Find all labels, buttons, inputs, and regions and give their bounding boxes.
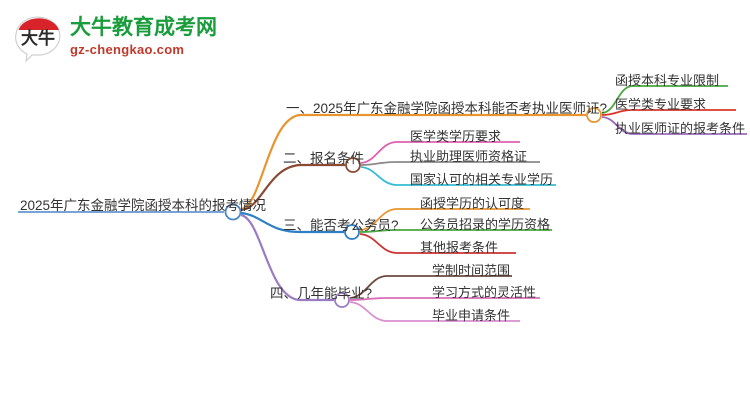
logo-text: 大牛教育成考网 gz-chengkao.com — [70, 16, 217, 59]
logo-mark-icon: 大牛 — [12, 12, 68, 63]
connector-b4-to-c3 — [349, 301, 520, 322]
connector-root-to-branch-4 — [240, 213, 334, 302]
connector-b4-to-c1 — [349, 275, 512, 299]
logo-bubble-shape: 大牛 — [15, 16, 61, 63]
logo-subtitle: gz-chengkao.com — [70, 42, 185, 57]
mindmap-leaf-1-2[interactable]: 医学类专业要求 — [615, 97, 707, 112]
connector-b4-to-c2 — [349, 297, 540, 301]
mindmap-leaf-2-2[interactable]: 执业助理医师资格证 — [410, 149, 528, 164]
logo-title: 大牛教育成考网 — [70, 16, 217, 39]
mindmap-leaf-1-1[interactable]: 函授本科专业限制 — [615, 73, 720, 88]
mindmap-leaf-1-3[interactable]: 执业医师证的报考条件 — [615, 121, 746, 136]
node-dot-root[interactable] — [224, 203, 242, 221]
mindmap-leaf-2-3[interactable]: 国家认可的相关专业学历 — [410, 172, 554, 187]
mindmap-leaf-3-2[interactable]: 公务员招录的学历资格 — [420, 217, 551, 232]
connector-b3-to-c1 — [359, 208, 530, 231]
connector-root-to-branch-3 — [240, 211, 344, 234]
mindmap-branch-2[interactable]: 二、报名条件 — [283, 151, 364, 166]
connector-root-to-branch-1 — [240, 113, 586, 211]
mindmap-leaf-4-1[interactable]: 学制时间范围 — [432, 263, 511, 278]
mindmap-leaf-4-3[interactable]: 毕业申请条件 — [432, 308, 511, 323]
connector-b1-to-c3 — [601, 116, 747, 135]
connector-b2-to-c3 — [360, 166, 556, 186]
node-dot-branch-4[interactable] — [334, 292, 350, 308]
connector-b2-to-c2 — [360, 161, 540, 166]
connector-b3-to-c2 — [359, 229, 552, 233]
mindmap-leaf-3-3[interactable]: 其他报考条件 — [420, 240, 499, 255]
mindmap-leaf-4-2[interactable]: 学习方式的灵活性 — [432, 285, 537, 300]
connector-b1-to-c1 — [601, 85, 728, 114]
mindmap-leaf-3-1[interactable]: 函授学历的认可度 — [420, 196, 525, 211]
site-logo: 大牛 大牛教育成考网 gz-chengkao.com — [12, 8, 312, 64]
svg-text:大牛: 大牛 — [21, 28, 55, 48]
node-dot-branch-3[interactable] — [344, 224, 360, 240]
node-dot-branch-2[interactable] — [345, 157, 361, 173]
mindmap-root-node[interactable]: 2025年广东金融学院函授本科的报考情况 — [20, 198, 267, 213]
connector-b3-to-c3 — [359, 233, 516, 254]
connector-root-to-branch-2 — [240, 163, 345, 212]
node-dot-branch-1[interactable] — [586, 107, 602, 123]
mindmap-leaf-2-1[interactable]: 医学类学历要求 — [410, 129, 502, 144]
connector-b2-to-c1 — [360, 141, 520, 164]
connector-b1-to-c2 — [601, 109, 736, 116]
mindmap-branch-4[interactable]: 四、几年能毕业? — [270, 286, 373, 301]
mindmap-branch-1[interactable]: 一、2025年广东金融学院函授本科能否考执业医师证? — [286, 101, 608, 116]
mindmap-branch-3[interactable]: 三、能否考公务员? — [283, 218, 399, 233]
